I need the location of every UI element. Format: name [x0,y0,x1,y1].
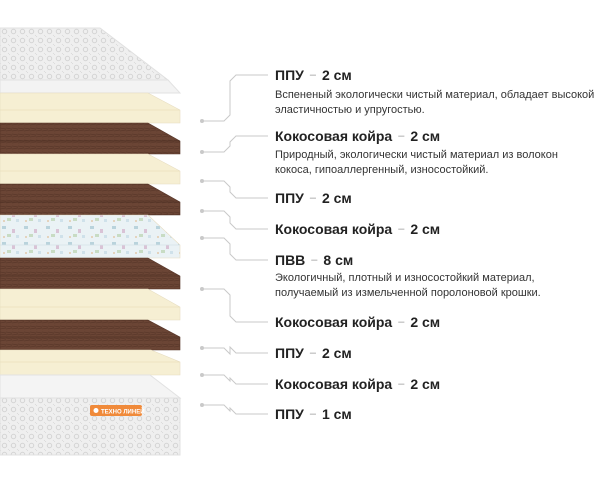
dash-icon: – [398,130,405,142]
brand-logo-icon [93,408,99,413]
connector-line-6 [202,288,268,323]
connector-dot-1 [200,119,204,123]
bottom-cover-side-face [0,397,181,456]
connector-lines [200,74,268,415]
layer-slab-5 [0,214,181,259]
connector-line-3 [202,180,268,199]
layer-thickness: 1 см [321,406,352,422]
layer-thickness: 2 см [410,376,441,392]
layer-label-4: Кокосовая койра–2 см [275,221,440,239]
dash-icon: – [398,223,405,235]
connector-dot-7 [200,346,204,350]
layer-thickness: 2 см [410,314,441,330]
layer-label-5: ПВВ–8 см [275,252,353,270]
dash-icon: – [398,316,405,328]
layer-label-2: Кокосовая койра–2 см [275,128,440,146]
connector-line-9 [202,404,268,415]
layer-label-3: ППУ–2 см [275,190,352,208]
layer-thickness: 2 см [410,128,441,144]
layer-name: ППУ [275,190,304,206]
layer-thickness: 2 см [321,345,352,361]
connector-line-8 [202,374,268,385]
layer-name: ППУ [275,406,304,422]
dash-icon: – [309,408,316,420]
dash-icon: – [398,378,405,390]
brand-badge [90,405,142,416]
layer-description-1: Вспененый экологически чистый материал, … [275,89,595,116]
layer-slab-2 [0,122,181,155]
connector-dot-4 [200,209,204,213]
bottom-cover: ТЕХНО ЛИНЕЙ [0,374,182,456]
connector-dot-5 [200,236,204,240]
layer-slab-8 [0,319,181,351]
connector-line-1 [202,74,268,122]
top-cover-side-face [0,79,182,94]
layer-label-1: ППУ–2 см [275,67,352,85]
layer-name: Кокосовая койра [275,128,393,144]
layer-slab-9 [0,349,181,376]
layer-name: ППУ [275,67,304,83]
layer-name: Кокосовая койра [275,314,393,330]
connector-line-7 [202,345,268,356]
layer-thickness: 2 см [321,190,352,206]
connector-dot-8 [200,373,204,377]
layer-label-8: Кокосовая койра–2 см [275,376,440,394]
layer-name: ППУ [275,345,304,361]
top-cover-top-face [0,27,170,81]
layer-slab-1 [0,92,181,124]
layer-thickness: 8 см [323,252,354,268]
connector-dot-3 [200,179,204,183]
dash-icon: – [309,192,316,204]
layer-name: Кокосовая койра [275,221,393,237]
connector-line-5 [202,237,268,261]
bottom-cover-top-face [0,374,182,399]
dash-icon: – [311,254,318,266]
layer-label-7: ППУ–2 см [275,345,352,363]
layer-thickness: 2 см [321,67,352,83]
dash-icon: – [309,347,316,359]
layer-name: ПВВ [275,252,306,268]
top-cover [0,27,182,94]
connector-line-2 [202,135,268,153]
layer-description-2: Природный, экологически чистый материал … [275,149,558,176]
layer-thickness: 2 см [410,221,441,237]
connector-dot-6 [200,287,204,291]
connector-line-4 [202,210,268,230]
dash-icon: – [309,69,316,81]
layer-slab-6 [0,257,181,290]
connector-dot-9 [200,403,204,407]
layer-slabs [0,92,181,376]
layer-label-9: ППУ–1 см [275,406,352,424]
layer-slab-7 [0,288,181,321]
layer-name: Кокосовая койра [275,376,393,392]
layer-label-6: Кокосовая койра–2 см [275,314,440,332]
brand-badge-text: ТЕХНО ЛИНЕЙ [101,408,145,416]
layer-slab-3 [0,153,181,185]
layer-description-5: Экологичный, плотный и износостойкий мат… [275,272,541,299]
layer-slab-4 [0,183,181,216]
connector-dot-2 [200,150,204,154]
